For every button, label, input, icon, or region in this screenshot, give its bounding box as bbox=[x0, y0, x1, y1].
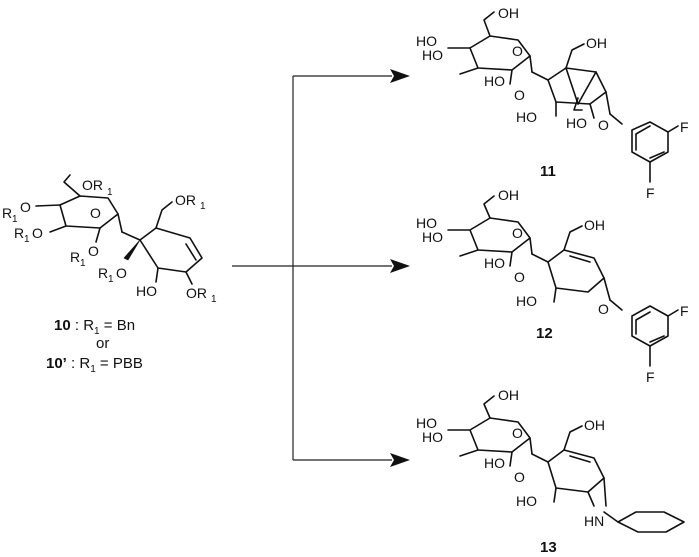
sm-top-or: OR bbox=[82, 177, 103, 193]
product-12-structure: OH HO HO HO O OH O HO O F F 12 bbox=[416, 187, 689, 385]
caption-line2-r: : R bbox=[67, 355, 91, 372]
arrowhead-12 bbox=[390, 259, 410, 273]
sm-bottom-or: OR bbox=[186, 285, 207, 301]
p11-ho-5: HO bbox=[566, 115, 587, 131]
p11-ho-4: HO bbox=[516, 109, 537, 125]
sm-right-or: OR bbox=[175, 192, 196, 208]
caption-line2-value: = PBB bbox=[96, 355, 143, 372]
sm-bottom-or-sub: 1 bbox=[211, 294, 217, 305]
p13-oh-side: OH bbox=[584, 417, 605, 433]
p11-ring-oxygen: O bbox=[512, 43, 523, 59]
starting-material-caption: 10 : R1 = Bn or 10’ : R1 = PBB bbox=[46, 317, 143, 375]
p13-ring-oxygen: O bbox=[512, 425, 523, 441]
p12-compound-number: 12 bbox=[536, 325, 553, 342]
p13-oh-top: OH bbox=[498, 387, 519, 403]
sm-right-or-sub: 1 bbox=[200, 201, 206, 212]
arrowhead-11 bbox=[390, 69, 410, 83]
caption-line2-sub: 1 bbox=[90, 364, 96, 375]
p12-ho-3: HO bbox=[484, 255, 505, 271]
p12-fluorine-1: F bbox=[680, 303, 689, 319]
p12-ho-2: HO bbox=[422, 229, 443, 245]
sm-low-r-sub: 1 bbox=[24, 234, 30, 245]
p11-link-oxygen: O bbox=[514, 87, 525, 103]
caption-compound-10-prime: 10’ bbox=[46, 355, 67, 372]
p11-ho-3: HO bbox=[484, 73, 505, 89]
product-11-structure: OH HO HO HO O OH O HO HO O F F 11 bbox=[416, 5, 689, 201]
sm-top-or-sub: 1 bbox=[107, 187, 113, 198]
caption-line1-r: : R bbox=[71, 317, 95, 334]
p12-ring-oxygen: O bbox=[512, 225, 523, 241]
reaction-arrows bbox=[232, 69, 410, 467]
svg-text:10 : R1 = Bn: 10 : R1 = Bn bbox=[54, 317, 135, 337]
p12-oh-side: OH bbox=[584, 217, 605, 233]
p13-ho-3: HO bbox=[484, 455, 505, 471]
p11-aryl-oxygen: O bbox=[598, 117, 609, 133]
p13-compound-number: 13 bbox=[540, 539, 557, 556]
sm-mid-r-sub: 1 bbox=[80, 258, 86, 269]
sm-left-r-sub: 1 bbox=[12, 214, 18, 225]
arrowhead-13 bbox=[390, 453, 410, 467]
p12-ho-4: HO bbox=[516, 293, 537, 309]
sm-mid-r: R bbox=[70, 249, 80, 265]
p13-link-oxygen: O bbox=[514, 469, 525, 485]
sm-low-o: O bbox=[32, 225, 43, 241]
sm-mid-o: O bbox=[88, 243, 99, 259]
p11-fluorine-1: F bbox=[680, 119, 689, 135]
sm-left-r: R bbox=[2, 205, 12, 221]
caption-compound-10: 10 bbox=[54, 317, 71, 334]
p12-fluorine-2: F bbox=[646, 369, 655, 385]
p12-oh-top: OH bbox=[498, 187, 519, 203]
product-13-structure: OH HO HO HO O OH O HO HN 13 bbox=[416, 387, 685, 556]
p13-ho-4: HO bbox=[516, 493, 537, 509]
sm-r-label2: R bbox=[98, 265, 108, 281]
svg-text:10’ : R1 = PBB: 10’ : R1 = PBB bbox=[46, 355, 143, 375]
sm-o-label2: O bbox=[116, 265, 127, 281]
p11-fluorine-2: F bbox=[646, 185, 655, 201]
p11-ho-2: HO bbox=[422, 47, 443, 63]
p11-ho-1: HO bbox=[416, 33, 437, 49]
sm-ho: HO bbox=[136, 283, 157, 299]
starting-material-structure: OR 1 O R 1 O R 1 O R 1 O OR 1 R 1 O HO O… bbox=[2, 174, 217, 305]
sm-low-r: R bbox=[14, 225, 24, 241]
p11-oh-top: OH bbox=[498, 5, 519, 21]
caption-line1-sub: 1 bbox=[94, 326, 100, 337]
p13-amine-nh: HN bbox=[584, 513, 604, 529]
p11-oh-side: OH bbox=[586, 35, 607, 51]
p13-ho-1: HO bbox=[416, 415, 437, 431]
p12-aryl-oxygen: O bbox=[598, 301, 609, 317]
p12-link-oxygen: O bbox=[514, 269, 525, 285]
p12-ho-1: HO bbox=[416, 215, 437, 231]
caption-line1-value: = Bn bbox=[100, 317, 135, 334]
p13-ho-2: HO bbox=[422, 429, 443, 445]
sm-ring-oxygen: O bbox=[90, 205, 101, 221]
caption-or: or bbox=[96, 335, 109, 352]
p11-compound-number: 11 bbox=[540, 163, 556, 180]
sm-r-label2-sub: 1 bbox=[108, 274, 114, 285]
sm-left-o: O bbox=[20, 199, 31, 215]
